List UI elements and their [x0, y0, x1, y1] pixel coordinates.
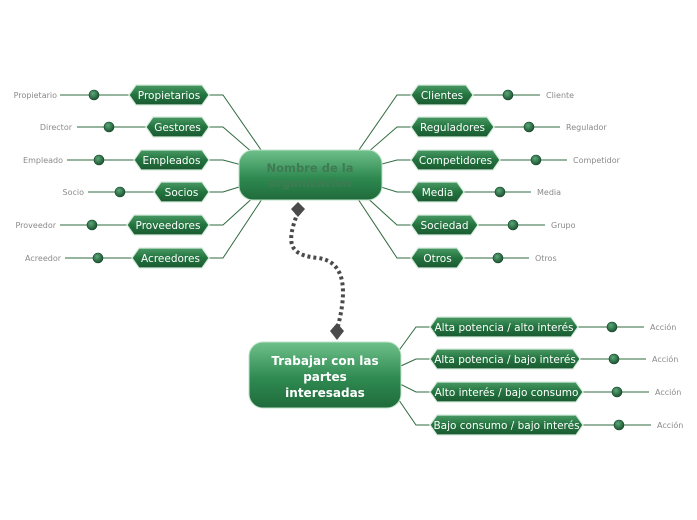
- second-alto-interes-bajo-consumo-shape: [429, 381, 584, 403]
- left-socios-collapse-dot-icon[interactable]: [114, 186, 126, 198]
- second-bajo-consumo-bajo-interes-connector: [391, 389, 430, 426]
- left-gestores-shape: [145, 116, 210, 138]
- right-reguladores-leaf-label[interactable]: Regulador: [566, 123, 607, 132]
- left-gestores-collapse-dot-icon[interactable]: [103, 121, 115, 133]
- central-topic-line2: organización: [269, 176, 352, 190]
- right-media-node[interactable]: Media: [410, 181, 465, 203]
- right-otros-collapse-dot-icon[interactable]: [492, 252, 504, 264]
- left-empleados-leaf-label[interactable]: Empleado: [23, 156, 63, 165]
- left-acreedores-shape: [131, 247, 210, 269]
- second-alta-potencia-alto-interes-collapse-dot-icon[interactable]: [606, 321, 618, 333]
- left-acreedores-connector: [209, 189, 269, 259]
- right-competidores-shape: [410, 149, 501, 171]
- right-clientes-connector: [351, 94, 411, 161]
- right-clientes-collapse-dot-icon[interactable]: [502, 89, 514, 101]
- right-sociedad-shape: [410, 214, 479, 236]
- second-alta-potencia-alto-interes-node[interactable]: Alta potencia / alto interés: [429, 316, 579, 338]
- second-alta-potencia-bajo-interes-collapse-dot-icon[interactable]: [608, 353, 620, 365]
- right-sociedad-label: Sociedad: [420, 220, 468, 232]
- right-otros-node[interactable]: Otros: [410, 247, 465, 269]
- left-proveedores-shape: [126, 214, 210, 236]
- left-proveedores-node[interactable]: Proveedores: [126, 214, 210, 236]
- second-topic[interactable]: Trabajar con las partes interesadas: [248, 341, 402, 409]
- left-empleados-shape: [133, 149, 210, 171]
- left-propietarios-shape: [128, 84, 210, 106]
- left-empleados-node[interactable]: Empleados: [133, 149, 210, 171]
- left-acreedores-collapse-dot-icon[interactable]: [92, 252, 104, 264]
- second-alto-interes-bajo-consumo-label: Alto interés / bajo consumo: [435, 387, 579, 399]
- second-topic-line3: interesadas: [285, 386, 365, 400]
- second-bajo-consumo-bajo-interes-shape: [429, 414, 584, 436]
- second-alta-potencia-alto-interes-leaf-label[interactable]: Acción: [650, 322, 676, 332]
- left-propietarios-connector: [209, 94, 269, 161]
- left-empleados-label: Empleados: [143, 155, 201, 167]
- second-bajo-consumo-bajo-interes-leaf-label[interactable]: Acción: [657, 420, 683, 430]
- right-reguladores-shape: [410, 116, 495, 138]
- right-media-label: Media: [422, 187, 454, 199]
- connector-start-diamond-icon: [291, 202, 305, 217]
- right-competidores-collapse-dot-icon[interactable]: [530, 154, 542, 166]
- second-topic-line1: Trabajar con las: [271, 354, 378, 368]
- right-media-shape: [410, 181, 465, 203]
- second-bajo-consumo-bajo-interes-collapse-dot-icon[interactable]: [613, 419, 625, 431]
- right-sociedad-node[interactable]: Sociedad: [410, 214, 479, 236]
- relationship-connector: [289, 211, 345, 331]
- second-alta-potencia-alto-interes-connector: [391, 326, 430, 361]
- left-proveedores-leaf-label[interactable]: Proveedor: [15, 221, 56, 230]
- second-bajo-consumo-bajo-interes-node[interactable]: Bajo consumo / bajo interés: [429, 414, 584, 436]
- second-alta-potencia-alto-interes-label: Alta potencia / alto interés: [434, 322, 573, 334]
- second-alta-potencia-bajo-interes-leaf-label[interactable]: Acción: [652, 354, 678, 364]
- central-topic[interactable]: Nombre de la organización: [238, 149, 383, 201]
- second-alta-potencia-alto-interes-shape: [429, 316, 579, 338]
- right-otros-leaf-label[interactable]: Otros: [535, 254, 557, 263]
- left-gestores-node[interactable]: Gestores: [145, 116, 210, 138]
- second-topic-line2: partes: [303, 370, 347, 384]
- central-topic-line1: Nombre de la: [267, 161, 354, 175]
- second-alta-potencia-bajo-interes-node[interactable]: Alta potencia / bajo interés: [429, 348, 581, 370]
- right-sociedad-collapse-dot-icon[interactable]: [507, 219, 519, 231]
- right-competidores-label: Competidores: [419, 155, 492, 167]
- right-reguladores-collapse-dot-icon[interactable]: [523, 121, 535, 133]
- left-empleados-collapse-dot-icon[interactable]: [93, 154, 105, 166]
- right-competidores-node[interactable]: Competidores: [410, 149, 501, 171]
- left-acreedores-leaf-label[interactable]: Acreedor: [25, 254, 62, 263]
- left-propietarios-leaf-label[interactable]: Propietario: [14, 91, 57, 100]
- right-otros-shape: [410, 247, 465, 269]
- left-proveedores-collapse-dot-icon[interactable]: [86, 219, 98, 231]
- right-sociedad-leaf-label[interactable]: Grupo: [551, 221, 576, 230]
- second-bajo-consumo-bajo-interes-label: Bajo consumo / bajo interés: [433, 420, 579, 432]
- second-alta-potencia-bajo-interes-shape: [429, 348, 581, 370]
- right-reguladores-label: Reguladores: [420, 122, 485, 134]
- right-clientes-label: Clientes: [421, 90, 463, 102]
- right-otros-connector: [351, 189, 411, 259]
- left-gestores-label: Gestores: [154, 122, 201, 134]
- left-socios-shape: [153, 181, 210, 203]
- left-socios-leaf-label[interactable]: Socio: [63, 188, 85, 197]
- right-clientes-shape: [410, 84, 474, 106]
- left-acreedores-node[interactable]: Acreedores: [131, 247, 210, 269]
- left-socios-label: Socios: [165, 187, 199, 199]
- right-clientes-leaf-label[interactable]: Cliente: [546, 91, 574, 100]
- right-reguladores-node[interactable]: Reguladores: [410, 116, 495, 138]
- second-alto-interes-bajo-consumo-node[interactable]: Alto interés / bajo consumo: [429, 381, 584, 403]
- left-propietarios-label: Propietarios: [138, 90, 200, 102]
- second-alta-potencia-bajo-interes-label: Alta potencia / bajo interés: [434, 354, 576, 366]
- right-otros-label: Otros: [423, 253, 451, 265]
- right-media-collapse-dot-icon[interactable]: [494, 186, 506, 198]
- left-socios-node[interactable]: Socios: [153, 181, 210, 203]
- left-proveedores-label: Proveedores: [136, 220, 201, 232]
- left-propietarios-node[interactable]: Propietarios: [128, 84, 210, 106]
- left-acreedores-label: Acreedores: [141, 253, 200, 265]
- connector-end-diamond-icon: [330, 323, 344, 340]
- second-alto-interes-bajo-consumo-leaf-label[interactable]: Acción: [655, 387, 681, 397]
- right-clientes-node[interactable]: Clientes: [410, 84, 474, 106]
- right-competidores-leaf-label[interactable]: Competidor: [573, 156, 621, 165]
- left-gestores-leaf-label[interactable]: Director: [40, 123, 73, 132]
- left-propietarios-collapse-dot-icon[interactable]: [88, 89, 100, 101]
- right-media-leaf-label[interactable]: Media: [537, 188, 561, 197]
- second-alto-interes-bajo-consumo-collapse-dot-icon[interactable]: [611, 386, 623, 398]
